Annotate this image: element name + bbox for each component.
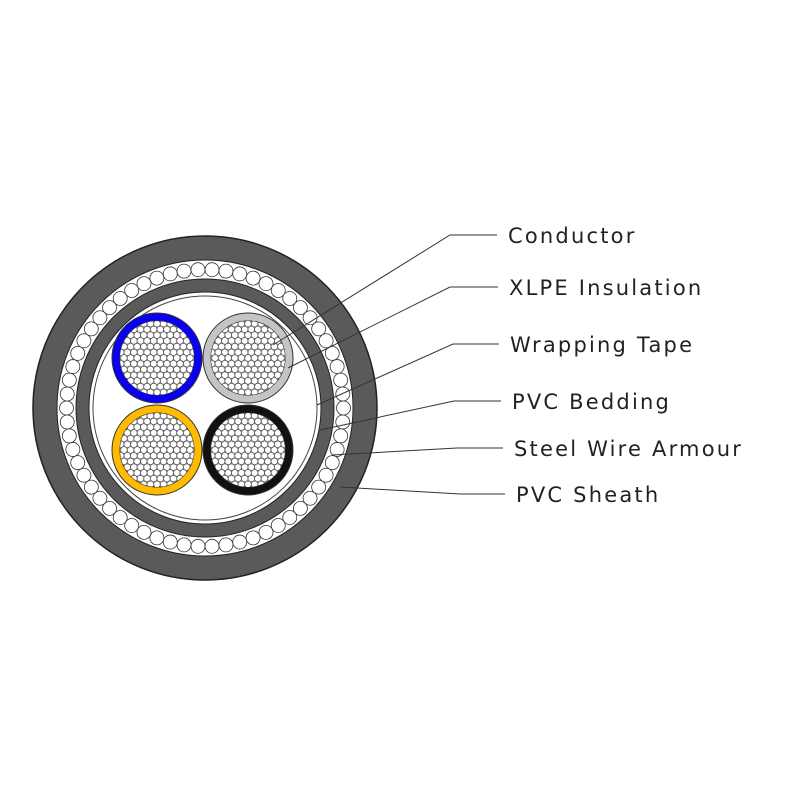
armour-wire [324, 455, 340, 471]
armour-wire [61, 372, 77, 388]
armour-wire [335, 414, 351, 430]
armour-wire [282, 291, 298, 306]
armour-wire [76, 333, 92, 349]
leader-line-xlpe-insulation [287, 286, 498, 369]
armour-wire [149, 270, 165, 286]
armour-wire [282, 510, 298, 525]
armour-wire [65, 442, 81, 457]
armour-wire [318, 333, 334, 349]
armour-wire [190, 538, 206, 554]
armour-wire [92, 490, 108, 506]
armour-wire [70, 345, 86, 361]
armour-wire [204, 262, 220, 278]
leader-line-pvc-sheath [339, 486, 505, 495]
label-pvc-sheath: PVC Sheath [516, 483, 660, 507]
core-3 [111, 404, 203, 496]
armour-wire [76, 467, 92, 483]
leader-line-conductor [272, 234, 497, 346]
armour-wire [61, 428, 77, 444]
label-steel-wire-armour: Steel Wire Armour [514, 437, 743, 461]
armour-wire [333, 428, 349, 444]
conductor-strands [211, 321, 285, 395]
armour-wire [245, 530, 261, 546]
armour-wire [258, 276, 274, 292]
armour-wire [232, 266, 248, 282]
armour-wire [176, 537, 192, 553]
core-2 [202, 312, 294, 404]
armour-wire [293, 500, 308, 516]
armour-wire [59, 414, 75, 430]
armour-wire [329, 359, 345, 374]
armour-wire [232, 534, 248, 550]
armour-wire [162, 266, 178, 282]
armour-wire [218, 537, 234, 553]
armour-wire [329, 442, 345, 457]
armour-wire [83, 479, 99, 495]
armour-wire [270, 518, 286, 533]
armour-wire [65, 359, 81, 374]
armour-wire [204, 538, 220, 554]
armour-wire [102, 500, 117, 516]
armour-wire [333, 372, 349, 388]
label-wrapping-tape: Wrapping Tape [510, 333, 694, 357]
armour-wire [59, 386, 75, 402]
armour-wire [124, 283, 140, 298]
core-4 [202, 404, 294, 496]
armour-wire [218, 263, 234, 279]
leader-line-pvc-bedding [319, 400, 501, 431]
armour-wire [270, 283, 286, 298]
armour-wire [112, 510, 128, 525]
leader-line-steel-wire-armour [331, 447, 503, 456]
armour-wire [176, 263, 192, 279]
armour-wire [59, 400, 74, 416]
label-pvc-bedding: PVC Bedding [512, 390, 671, 414]
armour-wire [124, 518, 140, 533]
armour-wire [102, 300, 117, 316]
armour-wire [245, 270, 261, 286]
armour-wire [83, 321, 99, 337]
armour-wire [311, 479, 327, 495]
armour-wire [318, 467, 334, 483]
armour-wire [311, 321, 327, 337]
armour-wire [92, 310, 108, 326]
core-1 [111, 312, 203, 404]
armour-wire [258, 524, 274, 540]
armour-wire [136, 524, 152, 540]
label-xlpe-insulation: XLPE Insulation [509, 276, 703, 300]
armour-wire [190, 262, 206, 278]
armour-wire [70, 455, 86, 471]
armour-wire [136, 276, 152, 292]
armour-wire [336, 400, 351, 416]
armour-wire [335, 386, 351, 402]
armour-wire [112, 291, 128, 306]
label-conductor: Conductor [508, 224, 637, 248]
armour-wire [149, 530, 165, 546]
steel-wire-armour [59, 262, 351, 554]
armour-wire [293, 300, 308, 316]
leader-lines [272, 234, 505, 495]
leader-line-wrapping-tape [316, 343, 499, 406]
armour-wire [162, 534, 178, 550]
armour-wire [302, 490, 318, 506]
